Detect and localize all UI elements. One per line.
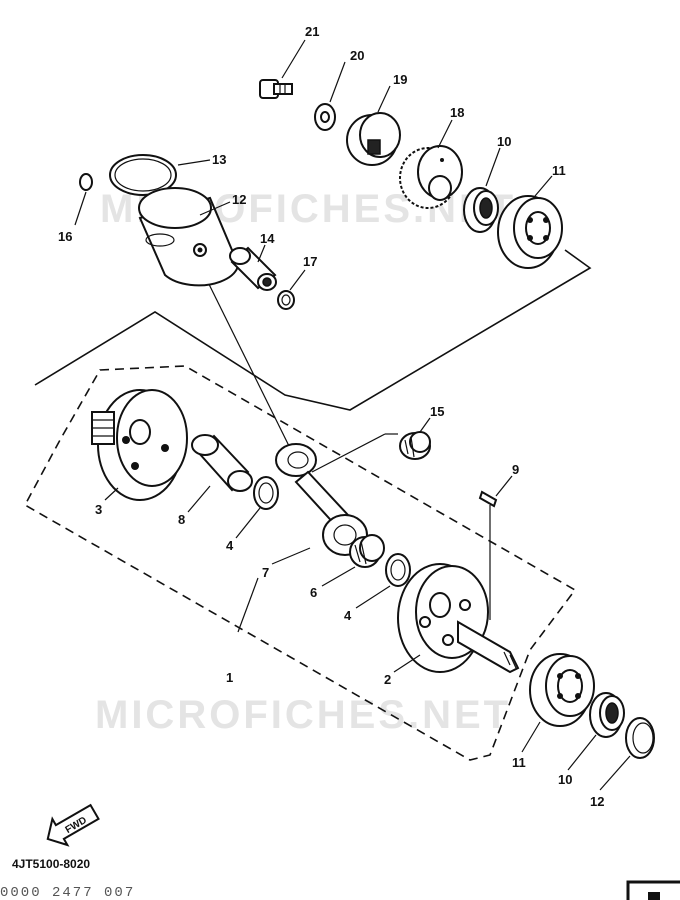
crank-half-left-3 — [91, 389, 188, 501]
scan-footer: 0000 2477 007 — [0, 885, 135, 900]
washer-4-left — [253, 476, 279, 510]
callout-17-right: 17 — [303, 254, 317, 269]
oil-seal-9 — [589, 692, 625, 738]
piston-pin-15 — [229, 246, 277, 291]
callout-20: 20 — [350, 48, 364, 63]
callout-8: 9 — [512, 462, 519, 477]
drive-gear-18 — [399, 145, 463, 209]
crank-pin-7 — [191, 434, 253, 492]
callout-2: 2 — [384, 672, 391, 687]
callout-9: 10 — [558, 772, 572, 787]
callout-5: 6 — [310, 585, 317, 600]
piston-13 — [138, 187, 240, 287]
callout-17-left: 16 — [58, 229, 72, 244]
callout-11-upper: 11 — [552, 163, 566, 178]
corner-mark — [648, 892, 660, 900]
piston-ring-14 — [109, 154, 177, 196]
callout-4-left: 4 — [226, 538, 234, 553]
callout-7: 8 — [178, 512, 185, 527]
crankshaft-assembly-outline — [23, 365, 577, 761]
washer-4-right — [385, 553, 411, 587]
diagram-code: 4JT5100-8020 — [12, 857, 90, 871]
small-end-bearing-16 — [399, 431, 431, 460]
bearing-11-lower — [529, 653, 595, 727]
callout-leaders — [74, 39, 631, 791]
upper-reference-outline — [34, 249, 592, 411]
callout-21: 21 — [305, 24, 319, 39]
connecting-rod-6 — [275, 443, 368, 556]
watermark-bottom: MICROFICHES.NET — [95, 693, 511, 737]
callout-10: 10 — [497, 134, 511, 149]
gear-19 — [346, 112, 401, 166]
callout-4-right: 4 — [344, 608, 352, 623]
callout-12: 12 — [590, 794, 604, 809]
fwd-arrow-icon: FWD — [46, 803, 100, 847]
woodruff-key-8 — [478, 490, 498, 508]
callout-19: 19 — [393, 72, 407, 87]
callout-14: 13 — [212, 152, 226, 167]
bearing-11-upper — [497, 195, 563, 269]
bolt-21 — [259, 79, 293, 99]
pin-clip-17-right — [277, 290, 295, 310]
big-end-bearing-5 — [349, 534, 385, 568]
corner-frame — [626, 880, 680, 900]
washer-20 — [314, 103, 336, 131]
pin-clip-17-left — [79, 173, 93, 191]
circlip-12 — [625, 717, 655, 759]
callout-6: 7 — [262, 565, 269, 580]
oil-seal-10 — [463, 187, 499, 233]
callout-16: 15 — [430, 404, 444, 419]
callout-11-lower: 11 — [512, 755, 526, 770]
callout-15: 14 — [260, 231, 275, 246]
callout-18: 18 — [450, 105, 464, 120]
callout-1: 1 — [226, 670, 233, 685]
callout-13: 12 — [232, 192, 246, 207]
crank-half-right-2 — [397, 563, 520, 674]
leader-lines — [197, 261, 491, 633]
callout-3: 3 — [95, 502, 102, 517]
